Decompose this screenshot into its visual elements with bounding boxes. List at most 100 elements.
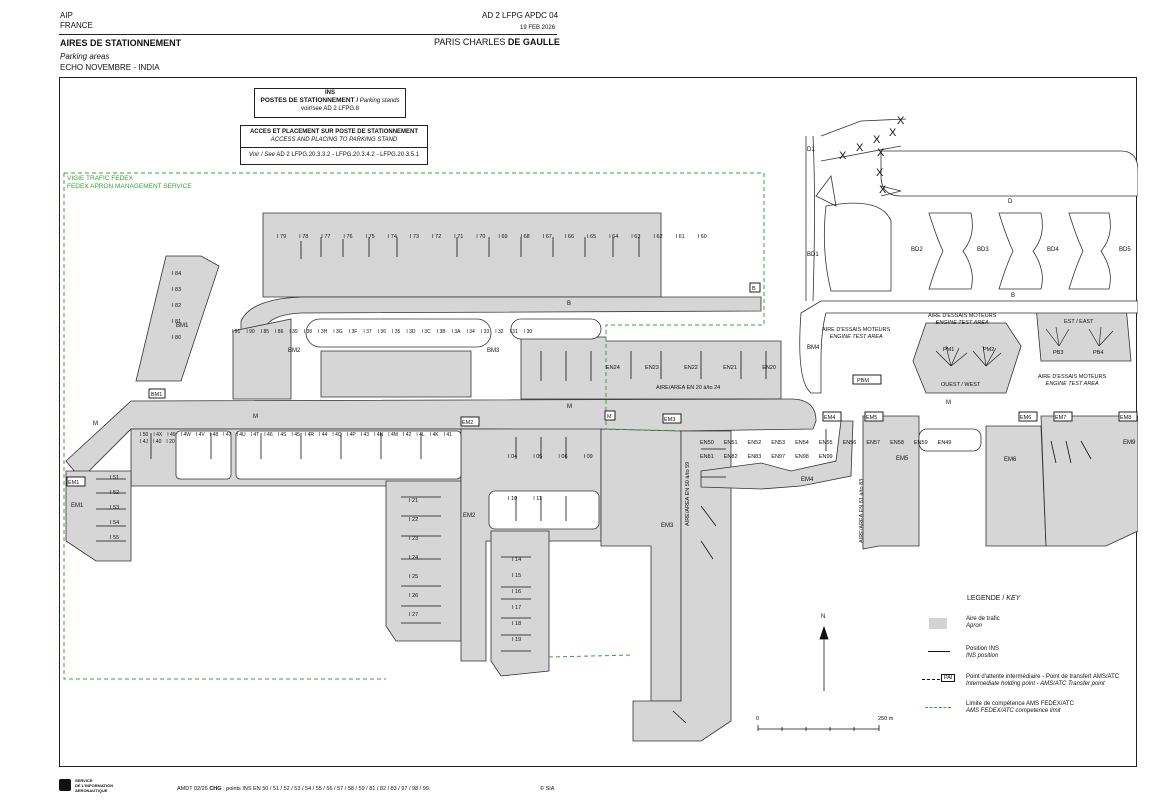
em3-apron [600, 428, 682, 702]
svg-text:M: M [607, 414, 612, 420]
stand-label: I 41 [443, 432, 452, 438]
footer-chg-text: : points INS EN 50 / 51 / 52 / 53 / 54 /… [221, 786, 431, 792]
access-box-fr: ACCES ET PLACEMENT SUR POSTE DE STATIONN… [249, 129, 419, 135]
stand-label: I 52 [110, 490, 120, 496]
stand-label: EN53 [771, 440, 786, 446]
stand-label: I 53 [110, 505, 120, 511]
stand-label: I 25 [409, 574, 419, 580]
svg-text:EM8: EM8 [1120, 415, 1131, 421]
stand-label: I 05 [533, 454, 543, 460]
stand-label: I 3D [406, 329, 416, 335]
stand-label: I 40 [153, 439, 162, 445]
stand-label: I 68 [520, 234, 530, 240]
legend-apron-fr: Aire de trafic [966, 616, 1000, 622]
svg-text:BM1: BM1 [151, 392, 162, 398]
stand-label: I 91 [232, 329, 241, 335]
center-island-apron [320, 350, 472, 398]
legend-title: LEGENDE / KEY [967, 595, 1020, 602]
svg-text:AIRE/AREA EN 50 à/to 59: AIRE/AREA EN 50 à/to 59 [685, 462, 691, 526]
engine-fans [935, 326, 1114, 367]
stand-label: I 71 [454, 234, 464, 240]
svg-text:PM1: PM1 [943, 347, 954, 353]
stand-label: I 3B [436, 329, 446, 335]
stand-label: I 4J [140, 439, 149, 445]
stand-label: EN99 [818, 454, 833, 460]
stand-label: EN52 [747, 440, 762, 446]
stand-label: I 51 [110, 475, 120, 481]
en52-arm [700, 420, 854, 490]
em2-bottom-labels: I 14 I 15 I 16 I 17 I 18 I 19 [512, 552, 521, 648]
footer-chg-label: CHG [209, 786, 222, 792]
svg-text:EM7: EM7 [1055, 415, 1066, 421]
stand-label: I 60 [697, 234, 707, 240]
svg-text:BD3: BD3 [977, 247, 989, 253]
stand-label: EN49 [937, 440, 952, 446]
svg-text:M: M [253, 414, 258, 420]
svg-text:B: B [567, 301, 571, 307]
svg-text:EM6: EM6 [1020, 415, 1031, 421]
ins-box-title: INS [324, 90, 335, 96]
stand-label: I 24 [409, 555, 419, 561]
svg-text:M: M [93, 421, 98, 427]
legend-hold-en: Intermediate holding point - AMS/ATC Tra… [966, 681, 1105, 687]
stand-label: I 15 [512, 573, 522, 579]
stand-label: I 43 [360, 432, 370, 438]
stand-label: I 23 [409, 536, 419, 542]
svg-text:B: B [752, 286, 756, 292]
svg-text:EM5: EM5 [896, 456, 909, 462]
stand-label: I 45 [291, 432, 300, 438]
stand-label: EN50 [700, 440, 714, 446]
stand-label: I 4S [277, 432, 287, 438]
stand-label: I 4U [236, 432, 246, 438]
island-south-1 [175, 430, 232, 480]
engine-test-west [912, 322, 1022, 394]
page-subtitle: ECHO NOVEMBRE - INDIA [60, 63, 160, 72]
stand-label: EN24 [606, 365, 620, 371]
legend-ins-en: INS position [966, 653, 999, 659]
em1-stand-labels: I 51 I 52 I 53 I 54 I 55 [110, 471, 119, 546]
aerodrome-map: XXX XXX XX [63, 115, 1138, 742]
stand-label: I 84 [172, 271, 182, 277]
svg-text:BM2: BM2 [288, 348, 301, 354]
north-stand-labels: I 79 I 78 I 77 I 76 I 75 I 74 I 73 I 72 … [277, 234, 707, 240]
svg-text:AIRE/AREA EN 81 à/to 83: AIRE/AREA EN 81 à/to 83 [859, 479, 865, 543]
em2-left-labels: I 21 I 22 I 23 I 24 I 25 I 26 I 27 [409, 492, 418, 625]
scale-max: 250 m [878, 716, 894, 722]
stand-label: EN23 [645, 365, 659, 371]
stand-label: I 55 [110, 535, 120, 541]
svg-text:AIRE/AREA EN 20 à/to 24: AIRE/AREA EN 20 à/to 24 [656, 385, 720, 391]
engine-test-2-en: ENGINE TEST AREA [935, 320, 989, 326]
svg-text:M: M [567, 404, 572, 410]
stand-label: I 90 [246, 329, 255, 335]
fedex-zone-label: VIGIE TRAFIC FEDEX FEDEX APRON MANAGEMEN… [67, 175, 192, 191]
scale-bar [757, 625, 880, 731]
stand-label: I 21 [409, 498, 419, 504]
stand-label: I 10 [508, 496, 518, 502]
north-apron [262, 212, 662, 298]
island-south-2 [235, 430, 462, 480]
stand-label: EN21 [723, 365, 737, 371]
stand-label: I 50 [140, 432, 149, 438]
stand-label: EN82 [723, 454, 738, 460]
stand-label: I 80 [172, 335, 182, 341]
legend-hold-fr: Point d'attente intermédiaire - Point de… [966, 674, 1120, 680]
svg-text:EM6: EM6 [1004, 457, 1017, 463]
em2-bottom-apron [490, 530, 550, 677]
engine-test-label-3: AIRE D'ESSAIS MOTEURS ENGINE TEST AREA [1038, 374, 1106, 388]
svg-text:EM4: EM4 [824, 415, 835, 421]
country-label: FRANCE [60, 21, 93, 30]
stand-label: I 46 [264, 432, 273, 438]
stand-label: EN83 [747, 454, 762, 460]
doc-date: 19 FEB 2026 [520, 25, 556, 31]
stand-label: I 04 [508, 454, 518, 460]
svg-text:BD5: BD5 [1119, 247, 1131, 253]
stand-label: I 32 [495, 329, 504, 335]
en-east-labels: EN50 EN51 EN52 EN53 EN54 EN55 EN56 EN57 … [700, 440, 970, 460]
svg-text:X: X [877, 147, 885, 159]
footer-copyright: © SIA [540, 786, 555, 792]
svg-text:BD4: BD4 [1047, 247, 1059, 253]
svg-text:BM3: BM3 [487, 348, 500, 354]
legend-limit-fr: Limite de compétence AMS FEDEX/ATC [966, 701, 1074, 707]
engine-test-label-2: AIRE D'ESSAIS MOTEURS ENGINE TEST AREA [928, 313, 996, 327]
stand-label: I 38 [303, 329, 313, 335]
